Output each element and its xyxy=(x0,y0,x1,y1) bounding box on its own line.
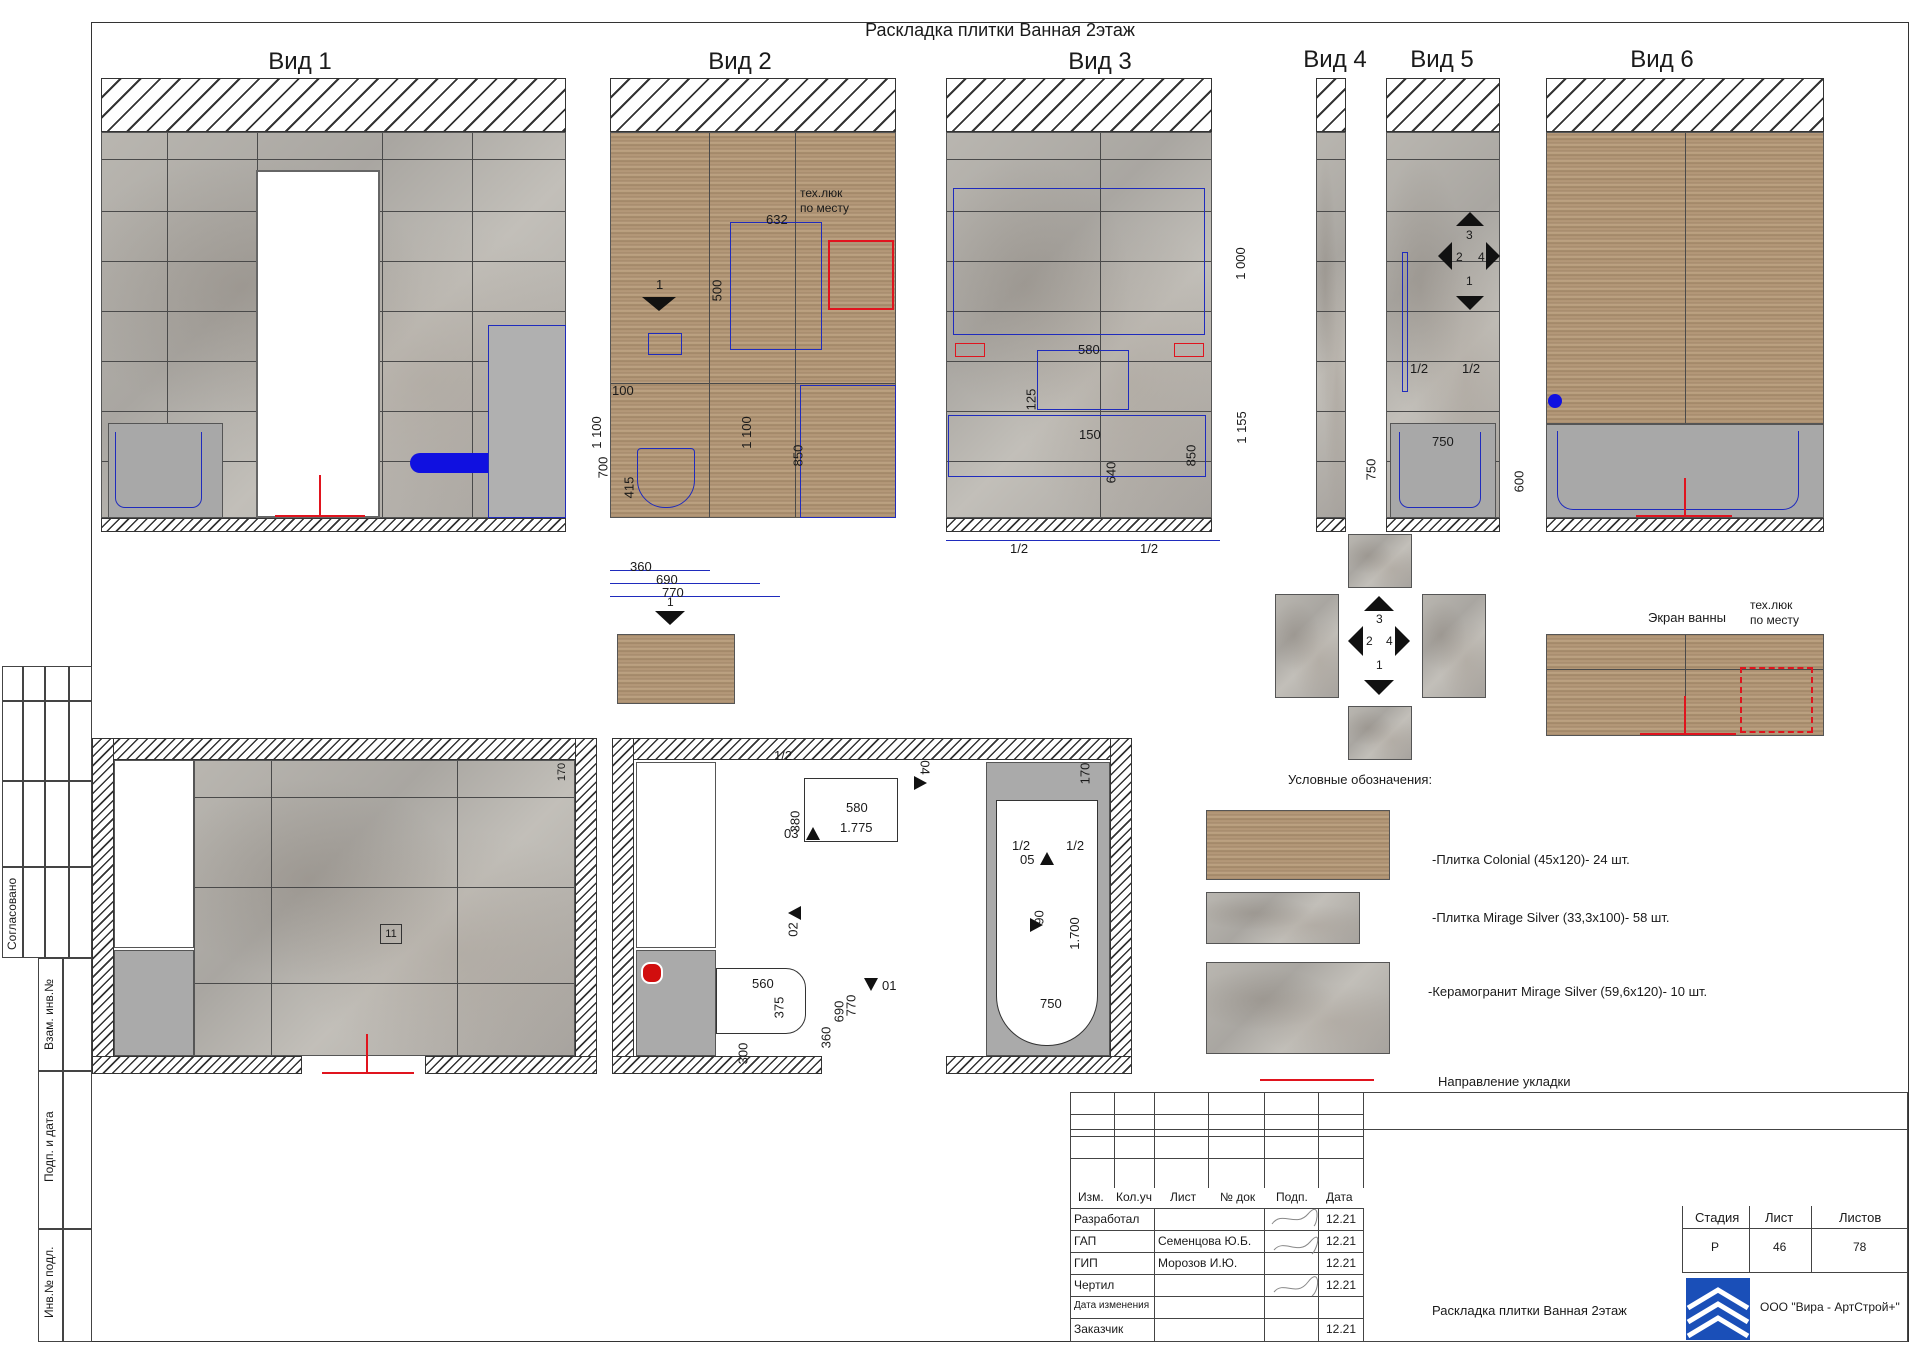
legend-swatch-porcelain xyxy=(1206,962,1390,1054)
socket-left xyxy=(955,343,985,357)
ceiling-slab xyxy=(1386,78,1500,132)
tile-sample-wood xyxy=(617,634,735,704)
legend-swatch-mirage xyxy=(1206,892,1360,944)
wall-tiles-wood xyxy=(1546,132,1824,424)
view-6-title: Вид 6 xyxy=(1630,46,1694,73)
section-arrow xyxy=(655,611,685,625)
floor-slab xyxy=(101,518,566,532)
section-arrow xyxy=(642,297,676,311)
view-2-title: Вид 2 xyxy=(708,48,772,75)
legend-swatch-colonial xyxy=(1206,810,1390,880)
ceiling-slab xyxy=(946,78,1212,132)
mirror xyxy=(953,188,1205,335)
shower-mixer xyxy=(1548,394,1562,408)
bathtub-side xyxy=(108,423,223,518)
flush-button xyxy=(648,333,682,355)
toilet-seat xyxy=(410,453,488,473)
bath-screen-frame xyxy=(800,385,896,518)
sheet-title: Раскладка плитки Ванная 2этаж xyxy=(865,20,1135,40)
cabinet xyxy=(948,415,1206,477)
ceiling-slab xyxy=(101,78,566,132)
floor-slab xyxy=(1316,518,1346,532)
ceiling-slab xyxy=(610,78,896,132)
door-opening xyxy=(256,170,380,518)
toilet-box xyxy=(488,325,566,518)
hatch-label-v6: тех.люк по месту xyxy=(1750,598,1800,627)
signature xyxy=(1271,1208,1319,1297)
shower-rail xyxy=(1402,252,1408,392)
socket-right xyxy=(1174,343,1204,357)
view-5-title: Вид 5 xyxy=(1410,46,1474,73)
hatch-label: тех.люк по месту xyxy=(800,186,850,215)
view-1-title: Вид 1 xyxy=(268,48,332,75)
bath-screen-label: Экран ванны xyxy=(1648,610,1726,625)
legend-item-colonial: -Плитка Colonial (45х120)- 24 шт. xyxy=(1432,852,1630,867)
floor-slab xyxy=(1386,518,1500,532)
legend-title: Условные обозначения: xyxy=(1288,772,1433,787)
floor-slab xyxy=(1546,518,1824,532)
legend-item-mirage: -Плитка Mirage Silver (33,3х100)- 58 шт. xyxy=(1432,910,1670,925)
towel-rail xyxy=(730,222,822,350)
ceiling-slab xyxy=(1316,78,1346,132)
ceiling-slab xyxy=(1546,78,1824,132)
legend-direction-line xyxy=(1260,1079,1374,1081)
floor-slab xyxy=(946,518,1212,532)
bathtub-front xyxy=(1390,423,1496,518)
access-hatch-v6 xyxy=(1740,667,1813,733)
view-4-title: Вид 4 xyxy=(1303,46,1367,73)
wall-tiles xyxy=(1316,132,1346,518)
vanity xyxy=(1037,350,1129,410)
legend-direction: Направление укладки xyxy=(1438,1074,1571,1089)
access-hatch xyxy=(828,240,894,310)
company-logo xyxy=(1686,1278,1750,1340)
legend-item-porcelain: -Керамогранит Mirage Silver (59,6х120)- … xyxy=(1428,984,1708,999)
view-3-title: Вид 3 xyxy=(1068,48,1132,75)
wall-toilet xyxy=(637,448,695,508)
wall-tiles xyxy=(946,132,1212,518)
